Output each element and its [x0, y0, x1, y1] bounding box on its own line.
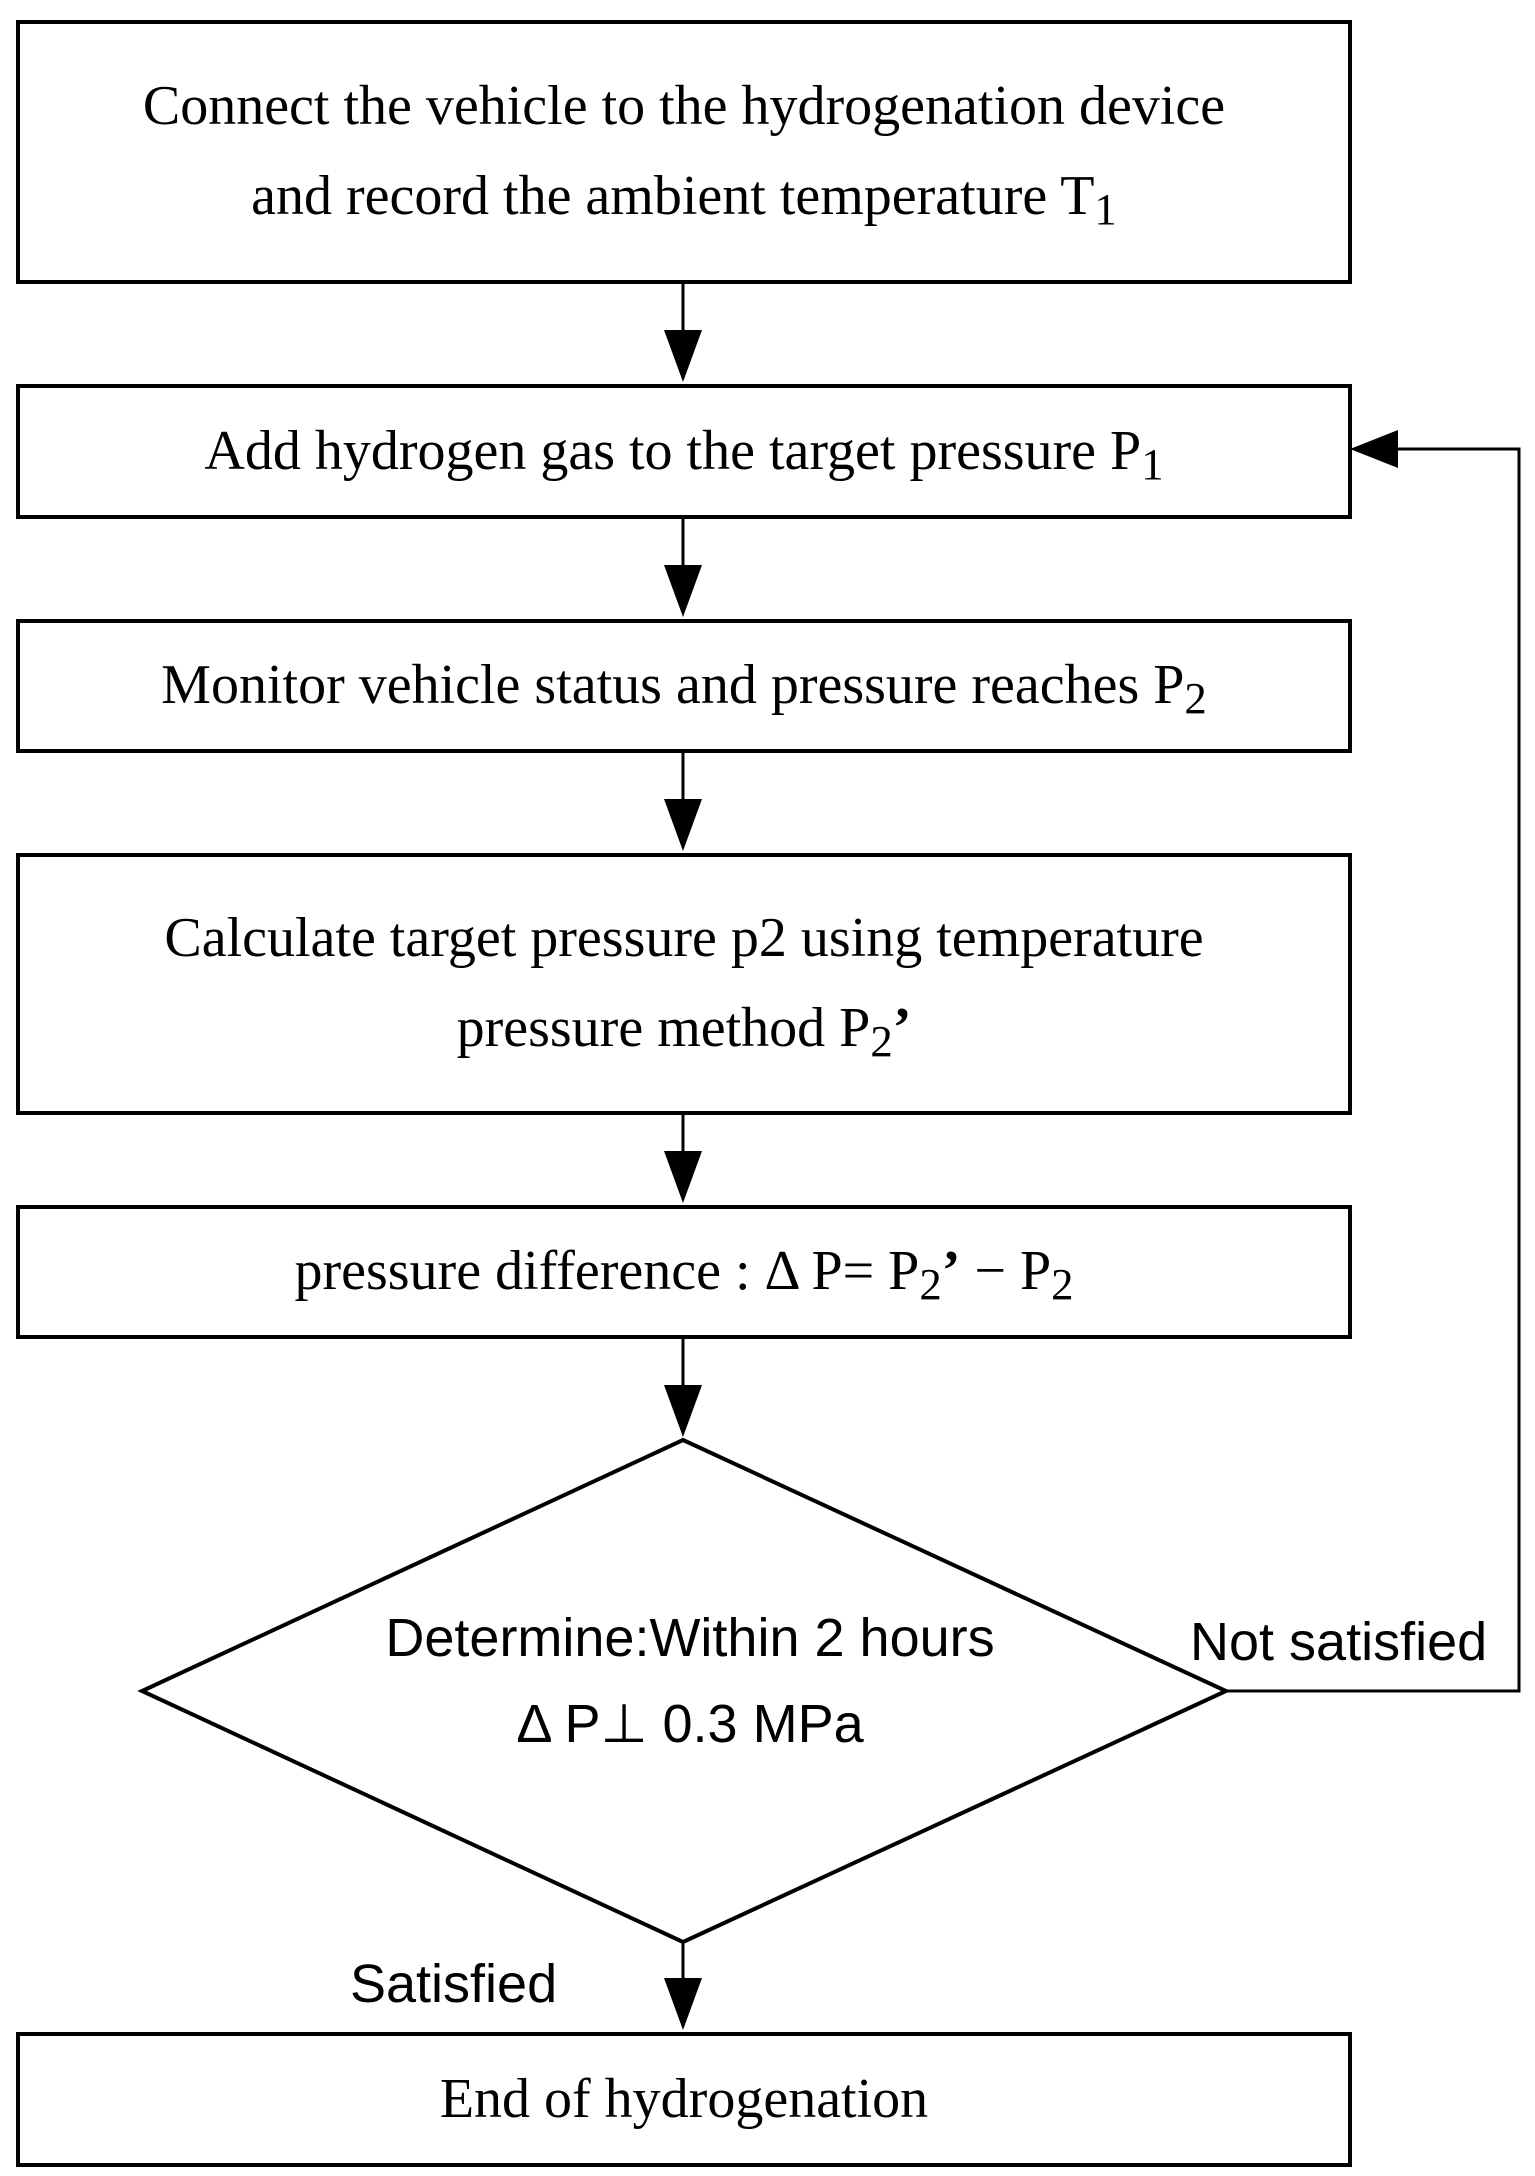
step-difference-prime: ’: [941, 1240, 961, 1303]
step-connect-line2: and record the ambient temperature T: [251, 165, 1095, 227]
edge-label-satisfied: Satisfied: [350, 1954, 558, 2014]
arrowhead-calculate-to-difference: [664, 1151, 702, 1203]
step-connect-box: Connect the vehicle to the hydrogenation…: [16, 20, 1352, 284]
step-difference-minus: − P: [960, 1240, 1052, 1303]
step-calculate-line2: pressure method P: [456, 997, 871, 1059]
step-difference-prefix: pressure difference : Δ P= P: [294, 1240, 920, 1303]
step-difference-box: pressure difference : Δ P= P2’ − P2: [16, 1205, 1352, 1339]
step-calculate-line1: Calculate target pressure p2 using tempe…: [164, 907, 1204, 970]
arrowhead-decision-to-end: [664, 1978, 702, 2030]
step-connect-line1: Connect the vehicle to the hydrogenation…: [142, 75, 1226, 138]
step-add-hydrogen-box: Add hydrogen gas to the target pressure …: [16, 384, 1352, 519]
step-monitor-text: Monitor vehicle status and pressure reac…: [161, 654, 1185, 717]
arrowhead-monitor-to-calculate: [664, 799, 702, 851]
step-connect-subscript: 1: [1094, 183, 1117, 234]
step-end-box: End of hydrogenation: [16, 2032, 1352, 2167]
step-monitor-box: Monitor vehicle status and pressure reac…: [16, 619, 1352, 753]
decision-text: Determine:Within 2 hours Δ P⊥ 0.3 MPa: [300, 1595, 1080, 1768]
arrowhead-difference-to-decision: [664, 1385, 702, 1437]
step-calculate-subscript: 2: [870, 1015, 893, 1066]
step-difference-subscript-b: 2: [1051, 1259, 1074, 1310]
decision-line2: Δ P⊥ 0.3 MPa: [516, 1694, 864, 1755]
arrowhead-connect-to-add: [664, 330, 702, 382]
edge-label-not-satisfied: Not satisfied: [1190, 1612, 1488, 1672]
loop-back-connector: [1226, 447, 1521, 1693]
decision-line1: Determine:Within 2 hours: [385, 1608, 995, 1668]
step-calculate-prime: ’: [892, 997, 912, 1059]
step-add-hydrogen-subscript: 1: [1141, 438, 1164, 489]
arrowhead-add-to-monitor: [664, 565, 702, 617]
step-add-hydrogen-text: Add hydrogen gas to the target pressure …: [204, 419, 1142, 482]
step-difference-subscript-a: 2: [919, 1259, 942, 1310]
arrowhead-loop-back: [1350, 430, 1398, 468]
step-calculate-box: Calculate target pressure p2 using tempe…: [16, 853, 1352, 1115]
step-monitor-subscript: 2: [1184, 673, 1207, 724]
step-end-text: End of hydrogenation: [439, 2067, 929, 2130]
